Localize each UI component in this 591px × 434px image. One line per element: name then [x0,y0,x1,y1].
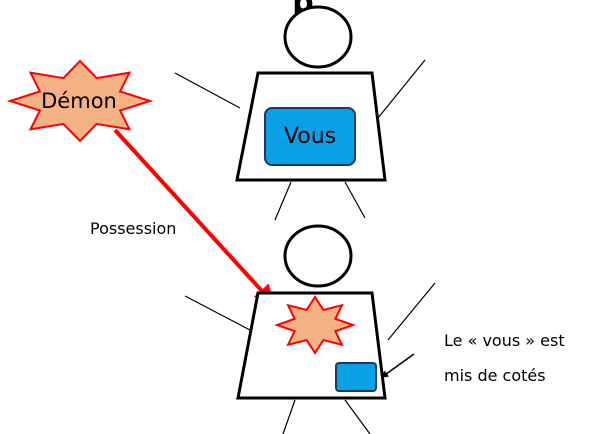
ray-line [377,59,426,119]
possession-label: Possession [90,219,176,238]
note-line-1: Le « vous » est [444,331,565,350]
person-bottom [184,224,436,434]
note-line-2: mis de cotés [444,366,546,385]
ray-line [344,181,366,219]
person-top: Vous [174,5,426,221]
person-top-head [283,5,353,69]
ray-line [282,399,296,434]
demon-inside-star [273,295,357,355]
you-small-box [335,362,377,392]
you-label: Vous [284,124,336,149]
ray-line [387,282,436,341]
demon-label: Démon [41,89,117,113]
demon-star-shape [6,59,154,143]
you-box [264,107,356,166]
ray-line [184,295,251,331]
demon-star: Démon [6,59,154,143]
ray-line [344,399,371,434]
ray-line [174,72,241,109]
note-arrow [380,353,415,378]
ray-line [274,181,292,221]
person-bottom-head [283,224,353,288]
possession-arrow [113,128,275,305]
